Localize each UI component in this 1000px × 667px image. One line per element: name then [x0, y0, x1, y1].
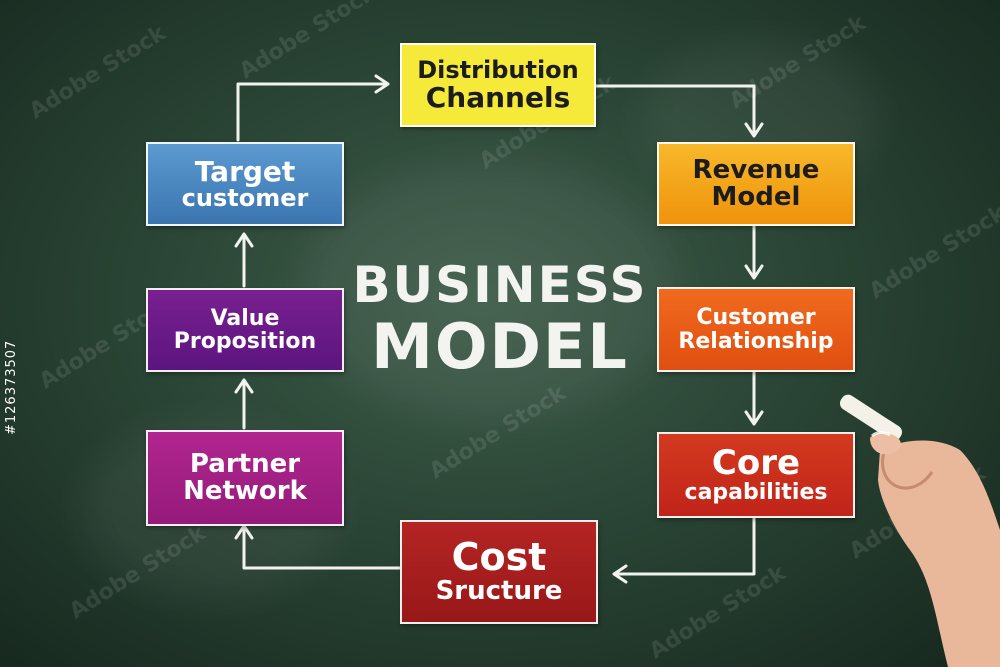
node-distribution-channels: Distribution Channels	[400, 43, 596, 127]
node-label-line2: Channels	[425, 80, 571, 114]
title-line1: BUSINESS	[352, 256, 648, 314]
arrow-head	[612, 564, 628, 584]
node-label-line1: Cost	[451, 535, 547, 580]
node-label-line1: Partner	[189, 448, 301, 479]
arrow-head	[234, 232, 254, 248]
node-label-line2: Model	[711, 182, 801, 212]
arrow-head	[374, 74, 390, 94]
arrow-head	[744, 122, 764, 138]
node-label-line2: Proposition	[173, 329, 317, 354]
node-label-line2: capabilities	[684, 480, 828, 506]
node-customer-relationship: Customer Relationship	[657, 287, 855, 372]
node-label-line1: Target	[194, 154, 296, 188]
stock-id-text: #126373507	[4, 339, 19, 435]
node-label-line2: Network	[183, 476, 307, 506]
node-label-line1: Distribution	[417, 55, 579, 84]
connector-arrow	[236, 82, 388, 142]
node-core-capabilities: Core capabilities	[657, 432, 855, 518]
node-partner-network: Partner Network	[146, 430, 344, 526]
arrow-head	[744, 410, 764, 426]
node-label-line2: Relationship	[678, 328, 834, 354]
connector-arrow	[614, 516, 756, 576]
arrow-head	[234, 378, 254, 394]
chalk-stick	[840, 394, 903, 441]
connector-arrow	[242, 526, 402, 570]
hand-shape	[878, 440, 1000, 667]
node-target-customer: Target customer	[146, 142, 344, 226]
node-revenue-model: Revenue Model	[657, 142, 855, 226]
node-cost-structure: Cost Sructure	[400, 520, 598, 624]
connector-arrow	[594, 84, 756, 136]
node-value-proposition: Value Proposition	[146, 288, 344, 372]
node-label-line1: Core	[711, 442, 801, 483]
hand-with-chalk-illustration	[840, 394, 1000, 667]
node-label-line2: Sructure	[435, 576, 563, 607]
title-line2: MODEL	[371, 310, 629, 383]
diagram-title: BUSINESS MODEL	[350, 258, 650, 381]
node-label-line1: Value	[210, 305, 280, 331]
node-label-line1: Revenue	[692, 154, 820, 185]
node-label-line1: Customer	[696, 305, 816, 331]
arrow-head	[234, 524, 254, 540]
node-label-line2: customer	[181, 184, 309, 213]
arrow-head	[744, 264, 764, 280]
